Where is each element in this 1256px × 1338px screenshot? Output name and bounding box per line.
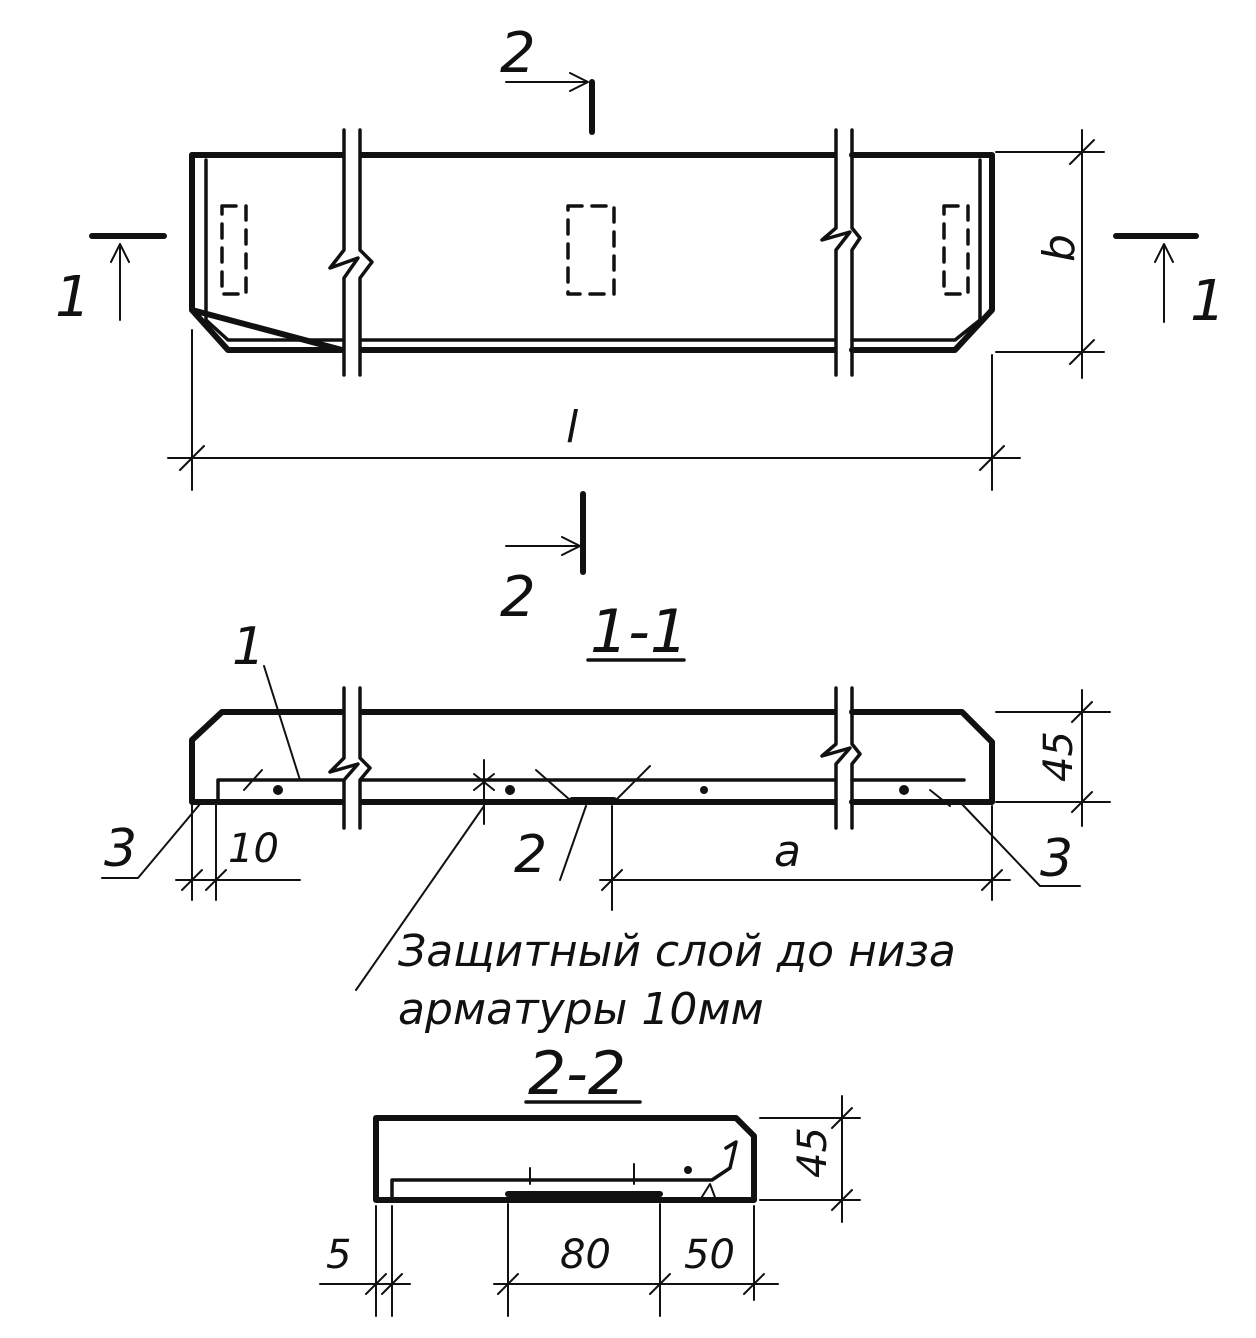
section-1-1-break-left	[328, 686, 372, 830]
cut-2-bottom-arrow	[505, 536, 581, 556]
dim-b-line	[995, 129, 1105, 379]
dim-a-text: a	[774, 826, 801, 877]
label-pos-2: 2	[514, 825, 547, 885]
label-pos-3-right: 3	[1040, 829, 1073, 889]
leader-1	[263, 665, 301, 781]
rebar-hooks	[243, 765, 951, 807]
dim-b-text: b	[1034, 234, 1085, 262]
rebar-dot	[700, 786, 708, 794]
section-1-1-title: 1-1	[590, 597, 688, 667]
dim-10-text: 10	[228, 826, 279, 872]
plan-break-left	[328, 128, 374, 377]
label-2-top: 2	[500, 21, 536, 86]
dim-5-text: 5	[326, 1232, 351, 1278]
section-2-2: 2-2 5 80 50 45	[319, 1039, 861, 1317]
cut-1-left-arrow	[110, 243, 130, 321]
cut-2-top-arrow	[505, 72, 589, 92]
dim-10-line	[175, 804, 301, 901]
dim-50-text: 50	[684, 1232, 735, 1278]
note-line-2: арматуры 10мм	[398, 984, 764, 1035]
embed-right	[942, 204, 970, 296]
leader-2	[559, 805, 587, 881]
rebar-dot	[505, 785, 515, 795]
label-pos-3-left: 3	[104, 819, 137, 879]
rebar-dot	[273, 785, 283, 795]
dim-l-line	[167, 329, 1021, 491]
dim-45-2-text: 45	[790, 1127, 836, 1178]
section-1-1-outline	[189, 709, 995, 805]
cut-1-right-arrow	[1154, 243, 1174, 323]
dim-l-text: l	[566, 402, 579, 453]
label-1-left: 1	[55, 265, 91, 330]
dim-a-line	[599, 805, 1011, 911]
dim-80-50-line	[493, 1203, 779, 1317]
plan-inner-rebar	[204, 158, 982, 342]
section-1-1-break-right	[820, 686, 862, 830]
dim-cover-mark	[473, 759, 495, 825]
section-2-2-title: 2-2	[528, 1039, 626, 1109]
plan-view: 2 2 1 1 l b	[55, 21, 1226, 630]
dim-45-line	[995, 689, 1111, 827]
section-2-2-outline	[373, 1115, 757, 1203]
section-2-2-ticks	[529, 1163, 717, 1201]
dim-80-text: 80	[560, 1232, 611, 1278]
section-2-2-rebar	[390, 1140, 738, 1202]
dim-45-2-line	[759, 1095, 861, 1223]
embed-center	[566, 204, 616, 296]
embed-left	[220, 204, 248, 296]
rebar-dot	[899, 785, 909, 795]
dim-45-text: 45	[1036, 731, 1082, 782]
rebar-dot	[684, 1166, 692, 1174]
leader-3-left	[101, 803, 201, 879]
label-1-right: 1	[1190, 269, 1226, 334]
plan-break-right	[820, 128, 862, 377]
dim-5-line	[319, 1205, 411, 1317]
leader-3-right	[959, 801, 1081, 887]
label-2-bottom: 2	[500, 565, 536, 630]
label-pos-1: 1	[232, 617, 265, 677]
note-line-1: Защитный слой до низа	[398, 926, 956, 977]
leader-note	[355, 805, 485, 991]
plan-outline	[189, 152, 995, 353]
section-1-1: 1-1 1 3 2 3 10 a 45 Защитный слой до н	[101, 597, 1111, 1035]
